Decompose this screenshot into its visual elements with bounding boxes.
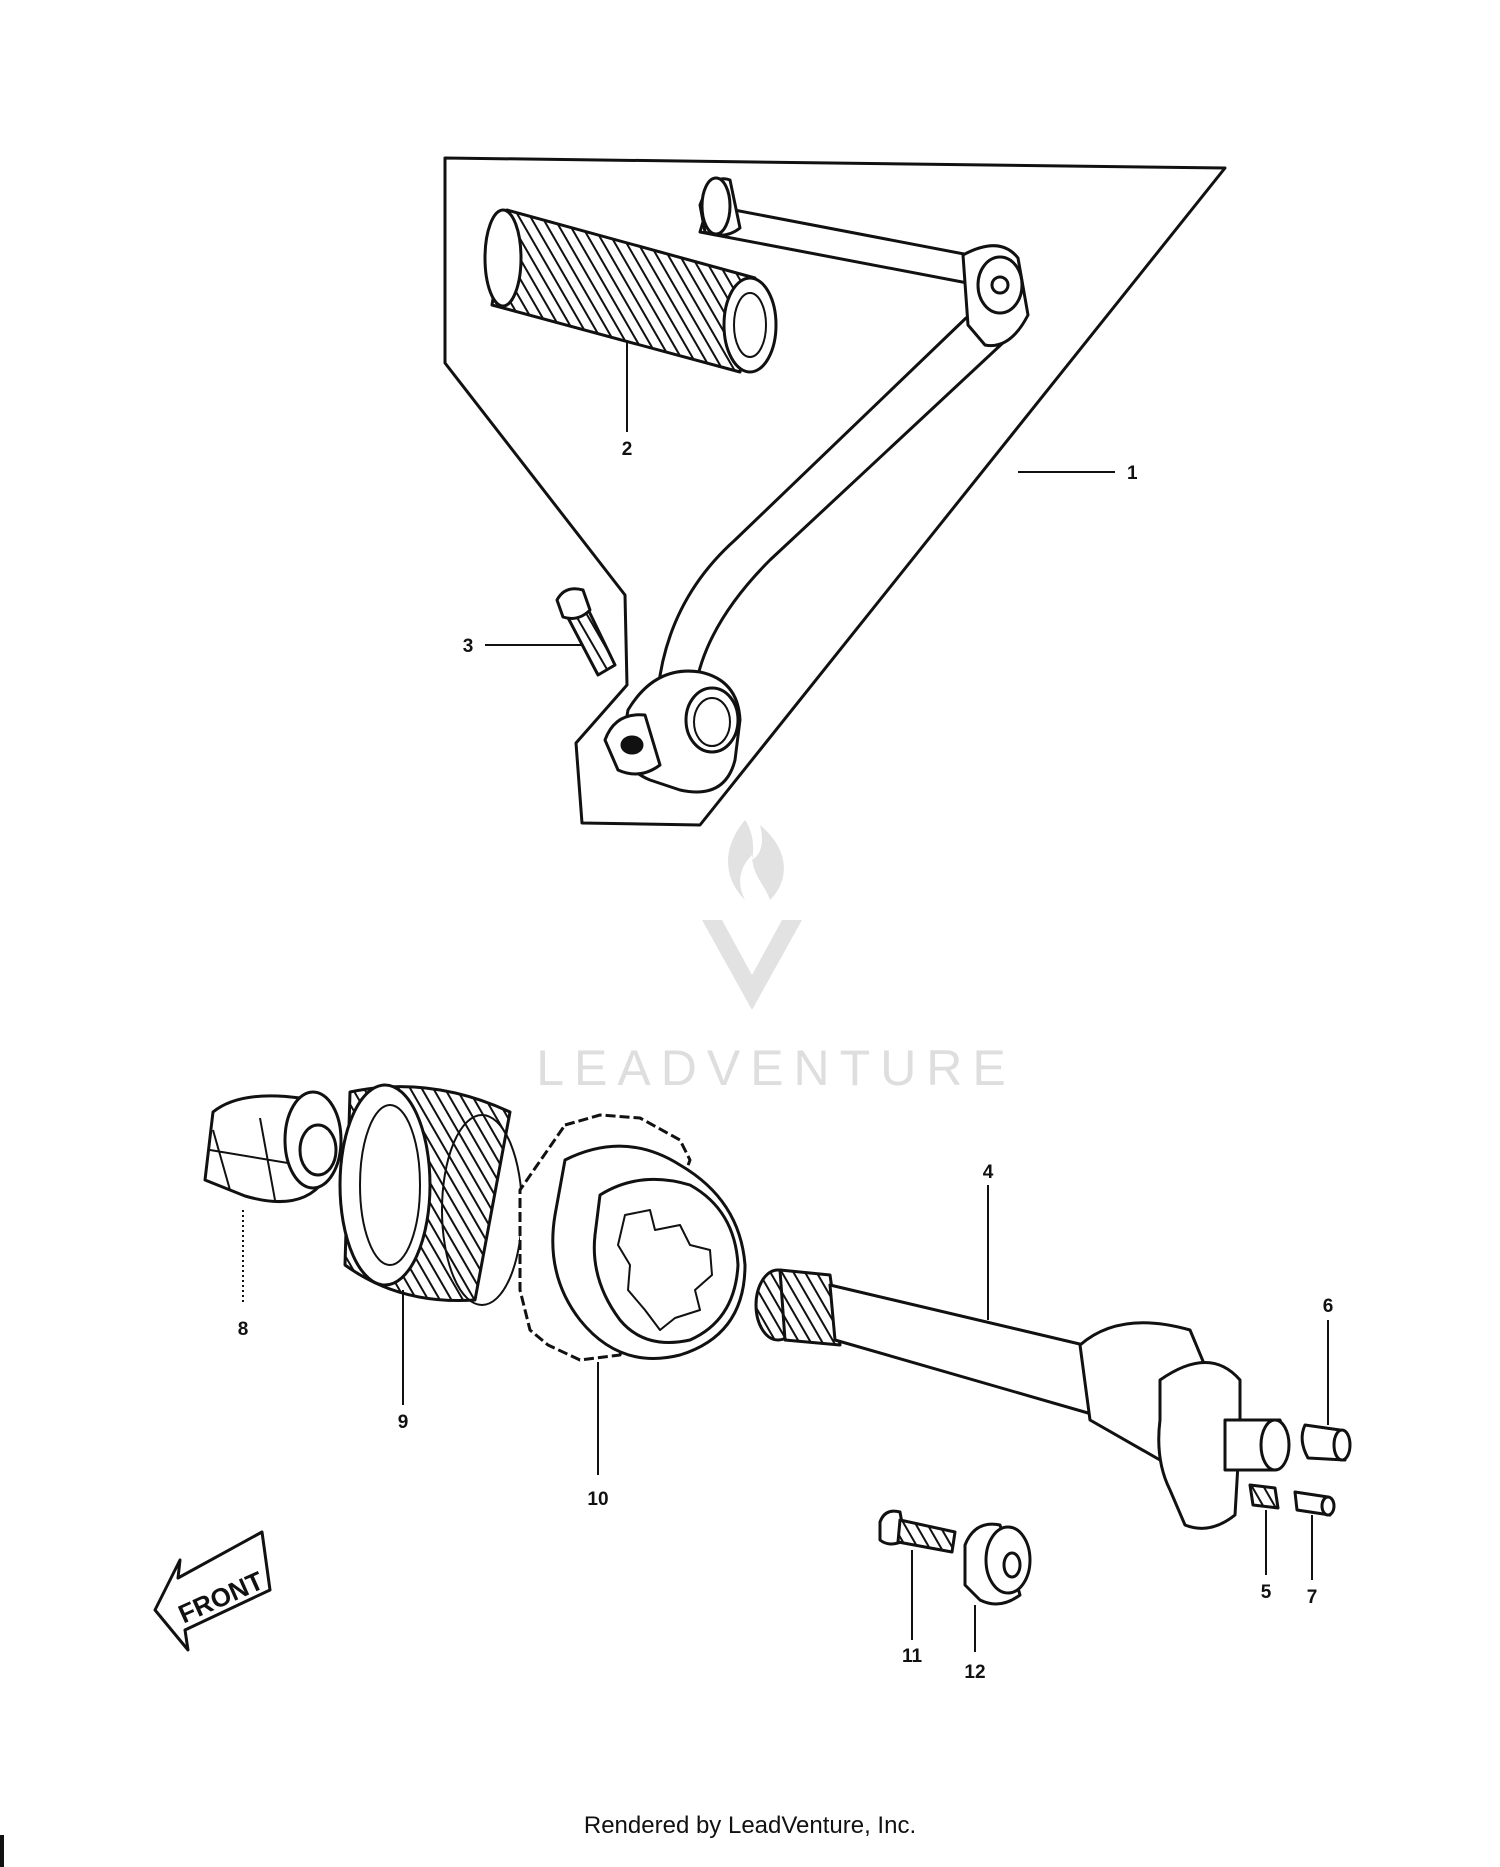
callout-3: 3 xyxy=(463,636,474,657)
callout-8: 8 xyxy=(238,1319,249,1340)
assembly-outline xyxy=(443,156,1227,827)
kick-shaft xyxy=(754,1268,1291,1530)
shaft-key xyxy=(1300,1423,1352,1462)
callout-2: 2 xyxy=(622,439,633,460)
small-spring xyxy=(1248,1483,1280,1510)
footer-credit: Rendered by LeadVenture, Inc. xyxy=(583,1812,917,1839)
callout-7: 7 xyxy=(1307,1587,1318,1608)
callout-10: 10 xyxy=(587,1489,608,1510)
bushing xyxy=(203,1090,343,1203)
clamp-boss xyxy=(603,669,742,794)
rubber-grip xyxy=(483,208,778,374)
callouts: 1 2 3 4 5 6 7 8 9 10 11 12 xyxy=(238,439,1334,1683)
flame-icon xyxy=(728,820,784,900)
pedal-bolt xyxy=(555,587,617,677)
callout-1: 1 xyxy=(1127,463,1138,484)
callout-11: 11 xyxy=(902,1646,923,1667)
arm-knuckle xyxy=(961,244,1030,348)
kick-pedal-assembly xyxy=(443,156,1227,827)
callout-9: 9 xyxy=(398,1412,409,1433)
callout-5: 5 xyxy=(1261,1582,1272,1603)
callout-4: 4 xyxy=(983,1162,994,1183)
watermark: LEADVENTURE xyxy=(536,820,1016,1096)
kick-shaft-assembly: FRONT xyxy=(153,1083,1352,1652)
front-arrow: FRONT xyxy=(153,1530,272,1652)
callout-12: 12 xyxy=(964,1662,985,1683)
lv-logo-icon xyxy=(702,920,802,1010)
kick-gear xyxy=(518,1113,747,1362)
collar xyxy=(963,1522,1032,1606)
peg-bar xyxy=(698,176,987,287)
callout-6: 6 xyxy=(1323,1296,1334,1317)
pin xyxy=(1293,1490,1336,1517)
pedal-arm xyxy=(656,316,1008,692)
kick-spring xyxy=(338,1083,523,1306)
leader-lines xyxy=(242,340,1329,1652)
watermark-text: LEADVENTURE xyxy=(536,1040,1016,1096)
stop-bolt xyxy=(878,1509,957,1554)
